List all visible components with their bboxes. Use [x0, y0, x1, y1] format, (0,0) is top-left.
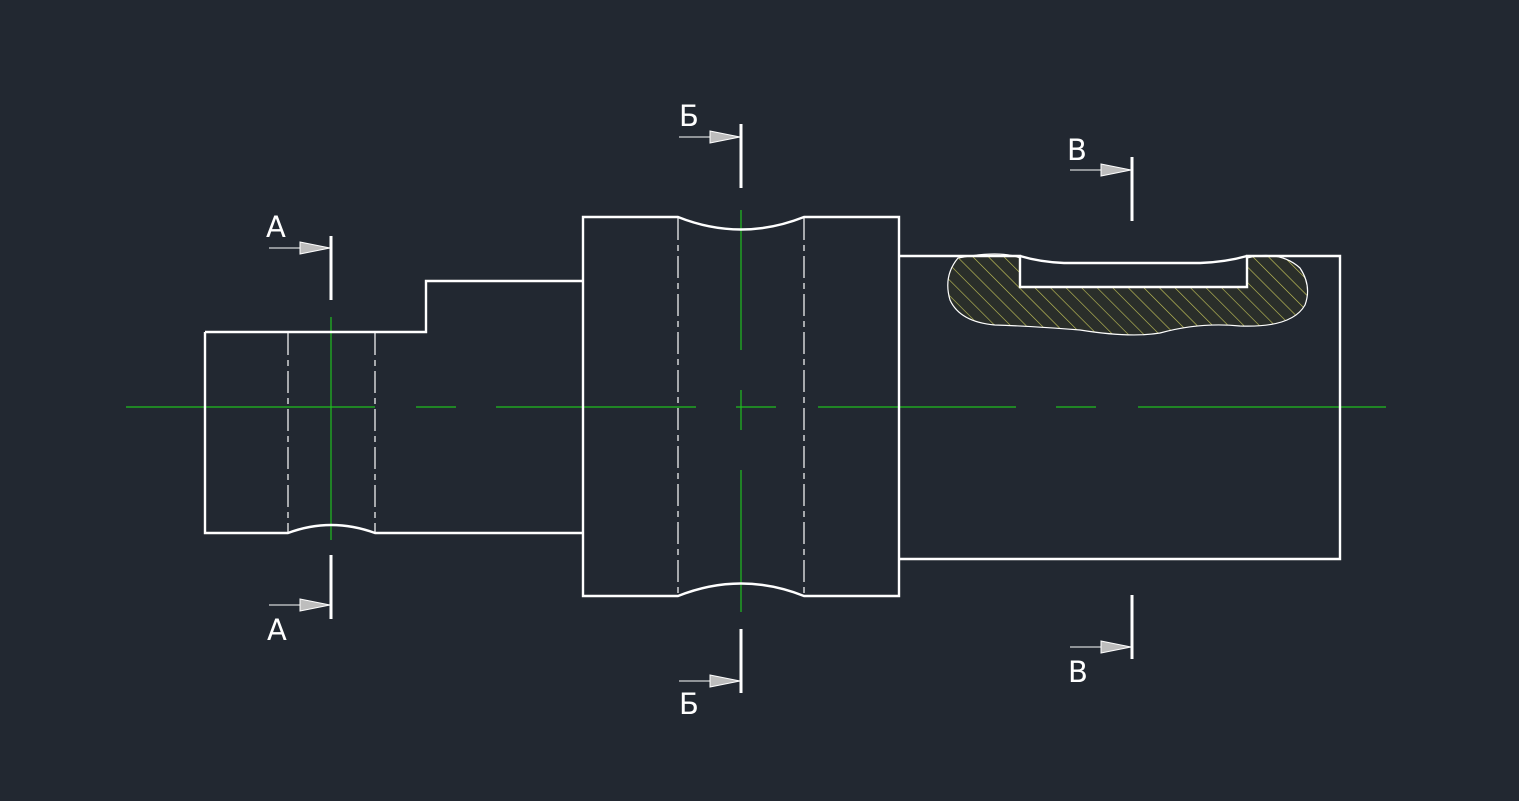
section-mark-v-bottom: В: [1068, 595, 1134, 689]
section-label-a-bottom: А: [267, 613, 287, 647]
section-label-v-bottom: В: [1068, 655, 1088, 689]
section-mark-a-top: А: [266, 210, 333, 300]
left-shaft-section: [203, 279, 583, 535]
middle-collar: [581, 215, 901, 598]
section-mark-v-top: В: [1067, 133, 1134, 221]
section-label-b-bottom: Б: [679, 687, 699, 721]
section-label-v-top: В: [1067, 133, 1087, 167]
section-mark-a-bottom: А: [267, 555, 333, 647]
keyway-local-section-hatch: [947, 253, 1309, 336]
center-lines: [126, 210, 1386, 612]
section-mark-b-top: Б: [679, 99, 743, 188]
section-mark-b-bottom: Б: [679, 629, 743, 721]
section-label-b-top: Б: [679, 99, 699, 133]
section-label-a-top: А: [266, 210, 286, 244]
keyway-bottom-arc: [1019, 254, 1248, 265]
right-shaft-section: [899, 253, 1342, 561]
